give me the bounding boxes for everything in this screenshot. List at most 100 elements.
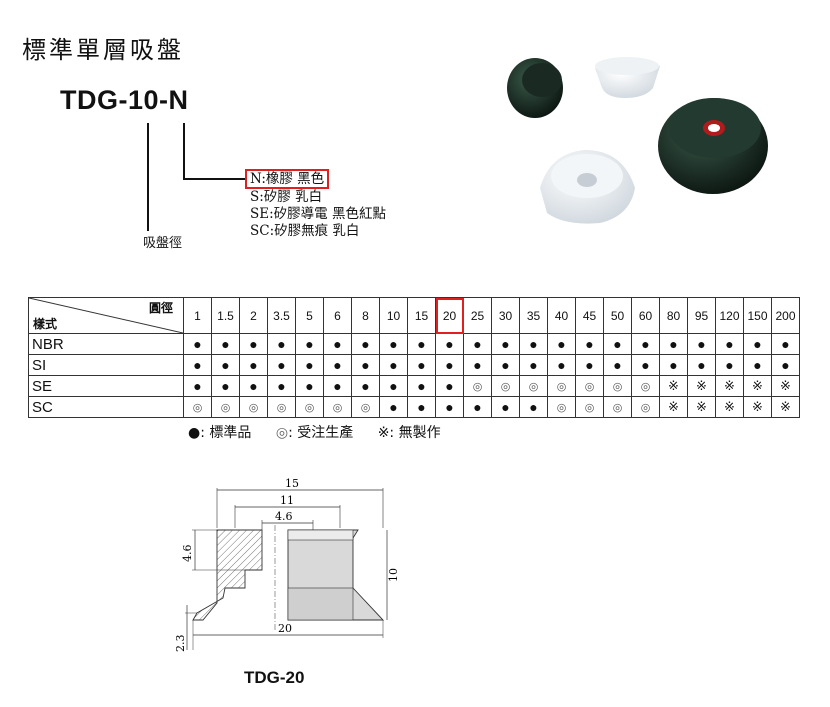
availability-cell: ● bbox=[687, 354, 716, 376]
availability-cell: ● bbox=[771, 333, 800, 355]
corner-diagonal bbox=[29, 298, 183, 333]
availability-cell: ● bbox=[323, 354, 352, 376]
availability-cell: ● bbox=[267, 354, 296, 376]
availability-cell: ◎ bbox=[631, 396, 660, 418]
availability-cell: ◎ bbox=[183, 396, 212, 418]
availability-cell: ● bbox=[743, 354, 772, 376]
size-header: 2 bbox=[239, 297, 268, 334]
availability-cell: ● bbox=[687, 333, 716, 355]
availability-cell: ● bbox=[743, 333, 772, 355]
table-row-si: SI●●●●●●●●●●●●●●●●●●●●●● bbox=[28, 354, 800, 376]
availability-cell: ● bbox=[491, 333, 520, 355]
availability-cell: ● bbox=[435, 333, 464, 355]
availability-cell: ● bbox=[435, 396, 464, 418]
availability-cell: ● bbox=[715, 333, 744, 355]
size-header: 50 bbox=[603, 297, 632, 334]
material-option-s: S:矽膠 乳白 bbox=[250, 189, 323, 205]
row-label: NBR bbox=[28, 333, 184, 355]
availability-cell: ◎ bbox=[603, 396, 632, 418]
availability-cell: ● bbox=[379, 396, 408, 418]
availability-cell: ● bbox=[519, 333, 548, 355]
corner-bottom-label: 樣式 bbox=[33, 317, 58, 331]
availability-cell: ● bbox=[351, 375, 380, 397]
dim-hole: 4.6 bbox=[275, 510, 293, 523]
availability-cell: ◎ bbox=[295, 396, 324, 418]
availability-cell: ● bbox=[407, 396, 436, 418]
availability-cell: ● bbox=[351, 354, 380, 376]
connector-line-diameter bbox=[147, 123, 149, 231]
legend-symbol: ※ bbox=[377, 425, 390, 441]
size-header: 1 bbox=[183, 297, 212, 334]
legend-text: 無製作 bbox=[398, 425, 441, 441]
availability-cell: ● bbox=[351, 333, 380, 355]
availability-cell: ● bbox=[295, 375, 324, 397]
availability-cell: ◎ bbox=[351, 396, 380, 418]
availability-cell: ※ bbox=[687, 375, 716, 397]
size-header: 6 bbox=[323, 297, 352, 334]
availability-cell: ◎ bbox=[575, 375, 604, 397]
availability-cell: ● bbox=[771, 354, 800, 376]
availability-cell: ● bbox=[183, 375, 212, 397]
size-header: 35 bbox=[519, 297, 548, 334]
size-header: 60 bbox=[631, 297, 660, 334]
availability-cell: ● bbox=[463, 396, 492, 418]
availability-cell: ※ bbox=[659, 375, 688, 397]
drawing-name: TDG-20 bbox=[244, 668, 305, 687]
availability-cell: ● bbox=[603, 354, 632, 376]
availability-cell: ● bbox=[379, 333, 408, 355]
legend-none: ※: 無製作 bbox=[377, 425, 441, 441]
availability-cell: ※ bbox=[715, 375, 744, 397]
availability-cell: ● bbox=[463, 333, 492, 355]
legend-symbol: ● bbox=[188, 425, 201, 441]
availability-cell: ※ bbox=[743, 375, 772, 397]
availability-cell: ◎ bbox=[239, 396, 268, 418]
availability-cell: ● bbox=[575, 354, 604, 376]
availability-cell: ● bbox=[239, 333, 268, 355]
availability-cell: ● bbox=[603, 333, 632, 355]
availability-cell: ● bbox=[659, 354, 688, 376]
connector-line-material-h bbox=[183, 178, 245, 180]
size-header: 40 bbox=[547, 297, 576, 334]
dim-height-left: 4.6 bbox=[181, 545, 194, 563]
availability-cell: ● bbox=[295, 354, 324, 376]
product-photo bbox=[507, 57, 768, 224]
size-header: 10 bbox=[379, 297, 408, 334]
availability-cell: ● bbox=[631, 333, 660, 355]
dim-lip: 2.3 bbox=[174, 635, 187, 653]
table-row-nbr: NBR●●●●●●●●●●●●●●●●●●●●●● bbox=[28, 333, 800, 355]
diameter-label: 吸盤徑 bbox=[143, 236, 183, 251]
size-header: 120 bbox=[715, 297, 744, 334]
availability-cell: ※ bbox=[743, 396, 772, 418]
size-header-selected: 20 bbox=[435, 297, 464, 334]
legend-text: 受注生產 bbox=[297, 425, 354, 441]
size-header: 45 bbox=[575, 297, 604, 334]
availability-cell: ※ bbox=[715, 396, 744, 418]
availability-cell: ● bbox=[631, 354, 660, 376]
table-row-sc: SC◎◎◎◎◎◎◎●●●●●●◎◎◎◎※※※※※ bbox=[28, 396, 800, 418]
legend-order: ◎: 受注生產 bbox=[275, 425, 354, 441]
legend: ●: 標準品 ◎: 受注生產 ※: 無製作 bbox=[188, 422, 461, 442]
availability-cell: ● bbox=[323, 375, 352, 397]
availability-cell: ◎ bbox=[547, 375, 576, 397]
availability-cell: ※ bbox=[687, 396, 716, 418]
availability-cell: ● bbox=[379, 354, 408, 376]
availability-cell: ● bbox=[519, 354, 548, 376]
availability-cell: ● bbox=[323, 333, 352, 355]
legend-symbol: ◎ bbox=[275, 425, 289, 441]
availability-cell: ◎ bbox=[575, 396, 604, 418]
availability-cell: ● bbox=[211, 354, 240, 376]
availability-cell: ◎ bbox=[603, 375, 632, 397]
availability-cell: ● bbox=[267, 333, 296, 355]
material-option-se: SE:矽膠導電 黑色紅點 bbox=[250, 206, 386, 222]
size-header: 80 bbox=[659, 297, 688, 334]
availability-cell: ※ bbox=[771, 396, 800, 418]
corner-top-label: 圓徑 bbox=[148, 301, 173, 315]
model-code: TDG-10-N bbox=[60, 85, 189, 115]
availability-cell: ● bbox=[211, 333, 240, 355]
availability-cell: ※ bbox=[771, 375, 800, 397]
availability-cell: ● bbox=[211, 375, 240, 397]
spec-table: 圓徑 樣式 1 1.5 2 3.5 5 6 8 10 15 20 25 30 3… bbox=[28, 297, 800, 418]
material-option-n: N:橡膠 黑色 bbox=[245, 169, 330, 189]
availability-cell: ● bbox=[407, 354, 436, 376]
size-header: 25 bbox=[463, 297, 492, 334]
